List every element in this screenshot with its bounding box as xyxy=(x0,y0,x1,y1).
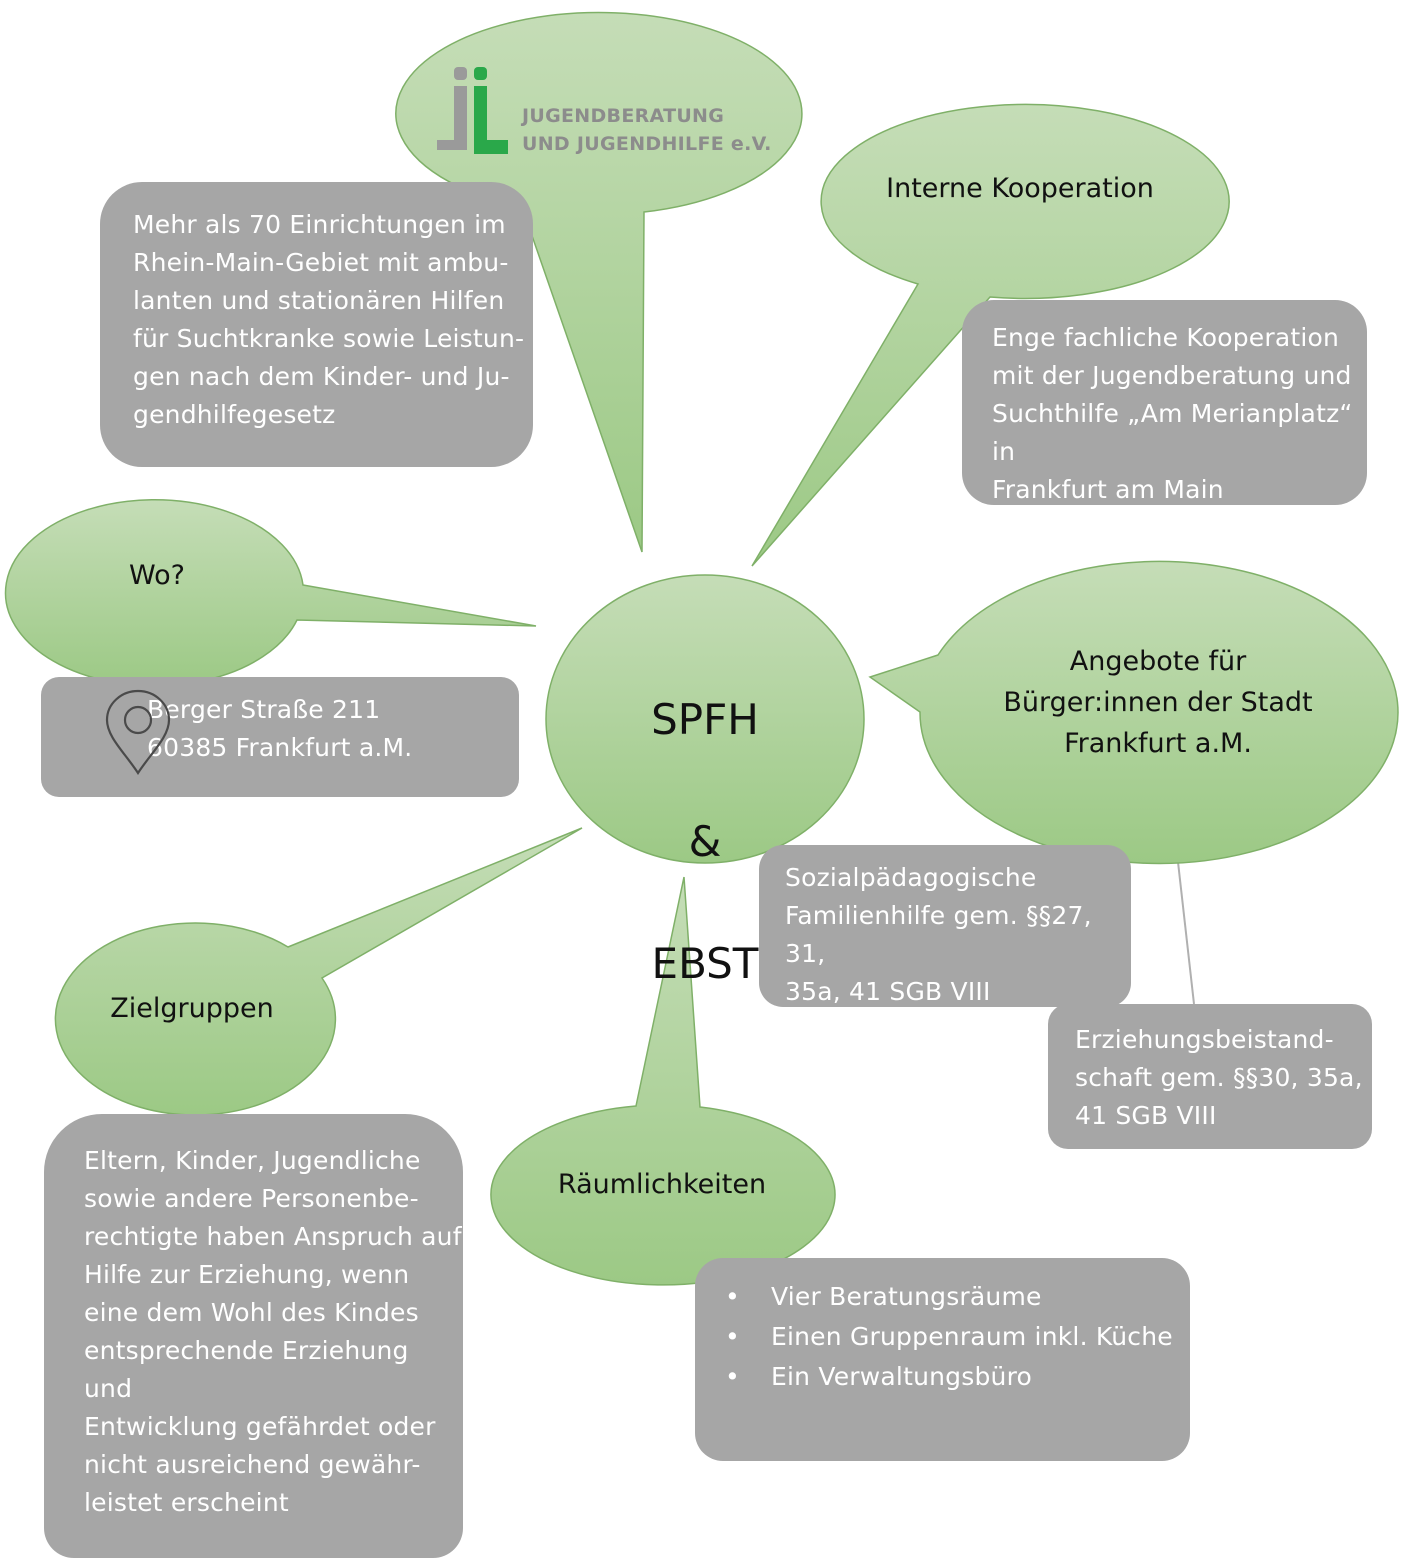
raeumlichkeiten-bubble xyxy=(490,876,836,1286)
spfh-box: Sozialpädagogische Familienhilfe gem. §§… xyxy=(759,845,1131,1007)
ebst-box: Erziehungsbeistand- schaft gem. §§30, 35… xyxy=(1048,1004,1372,1149)
raeumlichkeiten-label: Räumlichkeiten xyxy=(557,1169,767,1200)
raeumlichkeiten-box: Vier Beratungsräume Einen Gruppenraum in… xyxy=(695,1258,1190,1461)
rooms-list-item: Ein Verwaltungsbüro xyxy=(695,1357,1190,1397)
center-title-line-2: & xyxy=(688,817,722,866)
rooms-list-item: Vier Beratungsräume xyxy=(695,1277,1190,1317)
zielgruppen-bubble xyxy=(54,827,583,1116)
logo-line-1: JUGENDBERATUNG xyxy=(522,105,725,127)
angebote-label: Angebote für Bürger:innen der Stadt Fran… xyxy=(1003,646,1313,759)
address-line-1: Berger Straße 211 xyxy=(147,695,381,724)
organization-logo-mark xyxy=(437,67,508,154)
connector-line xyxy=(1177,861,1195,1005)
center-title-line-3: EBST xyxy=(651,939,759,988)
center-title-line-1: SPFH xyxy=(651,695,759,744)
angebote-bubble xyxy=(868,560,1399,865)
spfh-text: Sozialpädagogische Familienhilfe gem. §§… xyxy=(785,863,1092,1006)
einrichtungen-text: Mehr als 70 Einrichtungen im Rhein-Main-… xyxy=(133,210,525,429)
interne-kooperation-label: Interne Kooperation xyxy=(886,173,1154,204)
ebst-text: Erziehungsbeistand- schaft gem. §§30, 35… xyxy=(1075,1025,1363,1130)
interne-kooperation-bubble xyxy=(751,103,1230,567)
center-title: SPFH & EBST xyxy=(605,628,805,1055)
zielgruppen-label: Zielgruppen xyxy=(110,993,274,1024)
zielgruppen-box: Eltern, Kinder, Jugendliche sowie andere… xyxy=(44,1114,463,1558)
wo-bubble xyxy=(4,499,537,687)
einrichtungen-box: Mehr als 70 Einrichtungen im Rhein-Main-… xyxy=(100,182,533,467)
zielgruppen-text: Eltern, Kinder, Jugendliche sowie andere… xyxy=(84,1146,462,1517)
kooperation-box: Enge fachliche Kooperation mit der Jugen… xyxy=(962,300,1367,505)
address-line-2: 60385 Frankfurt a.M. xyxy=(147,733,413,762)
organization-logo-text: JUGENDBERATUNG UND JUGENDHILFE e.V. xyxy=(522,102,772,158)
rooms-list: Vier Beratungsräume Einen Gruppenraum in… xyxy=(695,1277,1190,1397)
wo-label: Wo? xyxy=(129,560,185,591)
map-pin-icon xyxy=(105,689,171,775)
address-box: Berger Straße 211 60385 Frankfurt a.M. xyxy=(41,677,519,797)
logo-line-2: UND JUGENDHILFE e.V. xyxy=(522,133,772,155)
rooms-list-item: Einen Gruppenraum inkl. Küche xyxy=(695,1317,1190,1357)
kooperation-text: Enge fachliche Kooperation mit der Jugen… xyxy=(992,323,1353,504)
center-circle xyxy=(545,574,865,864)
